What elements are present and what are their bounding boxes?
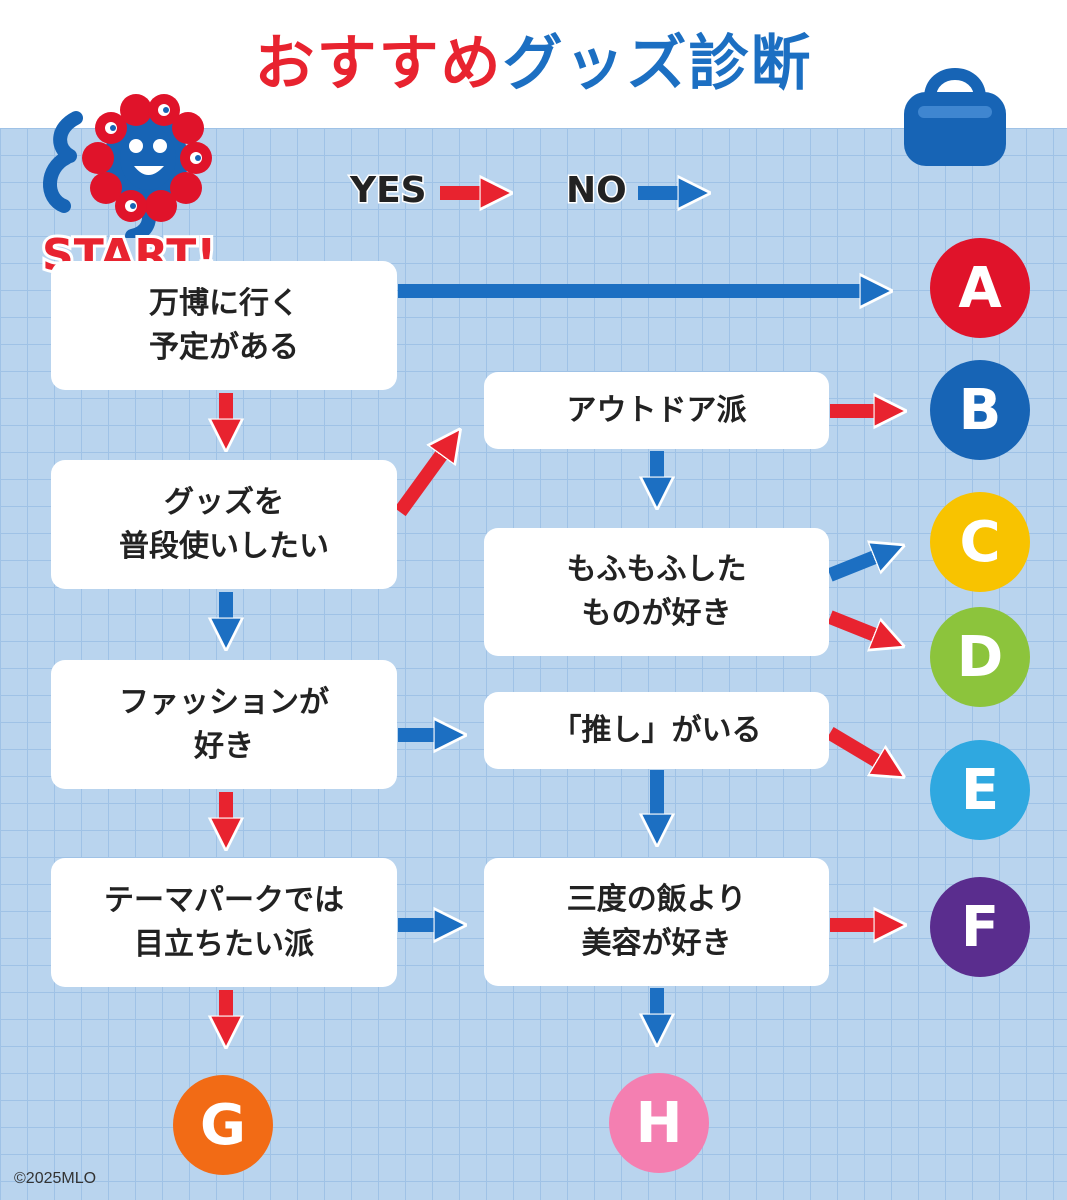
result-label-e: E bbox=[960, 757, 1000, 823]
arrow-q6-no-to-c bbox=[827, 555, 880, 582]
arrow-q7-yes-to-e bbox=[826, 726, 882, 764]
legend-yes-label: YES bbox=[349, 169, 429, 213]
question-box-q8: 三度の飯より 美容が好き bbox=[484, 858, 829, 986]
title-part1: おすすめ bbox=[254, 29, 503, 99]
legend-no-label: NO bbox=[565, 169, 629, 213]
question-box-q1: 万博に行く 予定がある bbox=[51, 261, 397, 390]
result-label-a: A bbox=[958, 255, 1002, 321]
page-title: おすすめグッズ診断 bbox=[0, 24, 1067, 104]
question-box-q6: もふもふした ものが好き bbox=[484, 528, 829, 656]
question-box-q3: ファッションが 好き bbox=[51, 660, 397, 789]
copyright: ©2025MLO bbox=[14, 1170, 97, 1187]
result-circle-a: A bbox=[930, 238, 1030, 338]
result-circle-c: C bbox=[930, 492, 1030, 592]
question-box-q4: テーマパークでは 目立ちたい派 bbox=[51, 858, 397, 987]
result-circle-d: D bbox=[930, 607, 1030, 707]
result-circle-b: B bbox=[930, 360, 1030, 460]
result-circle-f: F bbox=[930, 877, 1030, 977]
bag-icon bbox=[904, 68, 1006, 166]
result-label-b: B bbox=[958, 377, 1002, 443]
result-label-g: G bbox=[200, 1092, 246, 1158]
result-label-h: H bbox=[635, 1090, 683, 1156]
arrow-q2-yes-to-q5 bbox=[394, 450, 445, 517]
result-label-f: F bbox=[960, 894, 1000, 960]
result-circle-g: G bbox=[173, 1075, 273, 1175]
title-part2: グッズ診断 bbox=[502, 29, 813, 99]
question-box-q5: アウトドア派 bbox=[484, 372, 829, 449]
question-box-q2: グッズを 普段使いしたい bbox=[51, 460, 397, 589]
mascot-icon bbox=[43, 94, 212, 238]
result-label-c: C bbox=[959, 509, 1001, 575]
result-circle-e: E bbox=[930, 740, 1030, 840]
question-box-q7: 「推し」がいる bbox=[484, 692, 829, 769]
result-circle-h: H bbox=[609, 1073, 709, 1173]
arrow-q6-yes-to-d bbox=[827, 610, 880, 637]
result-label-d: D bbox=[956, 624, 1004, 690]
